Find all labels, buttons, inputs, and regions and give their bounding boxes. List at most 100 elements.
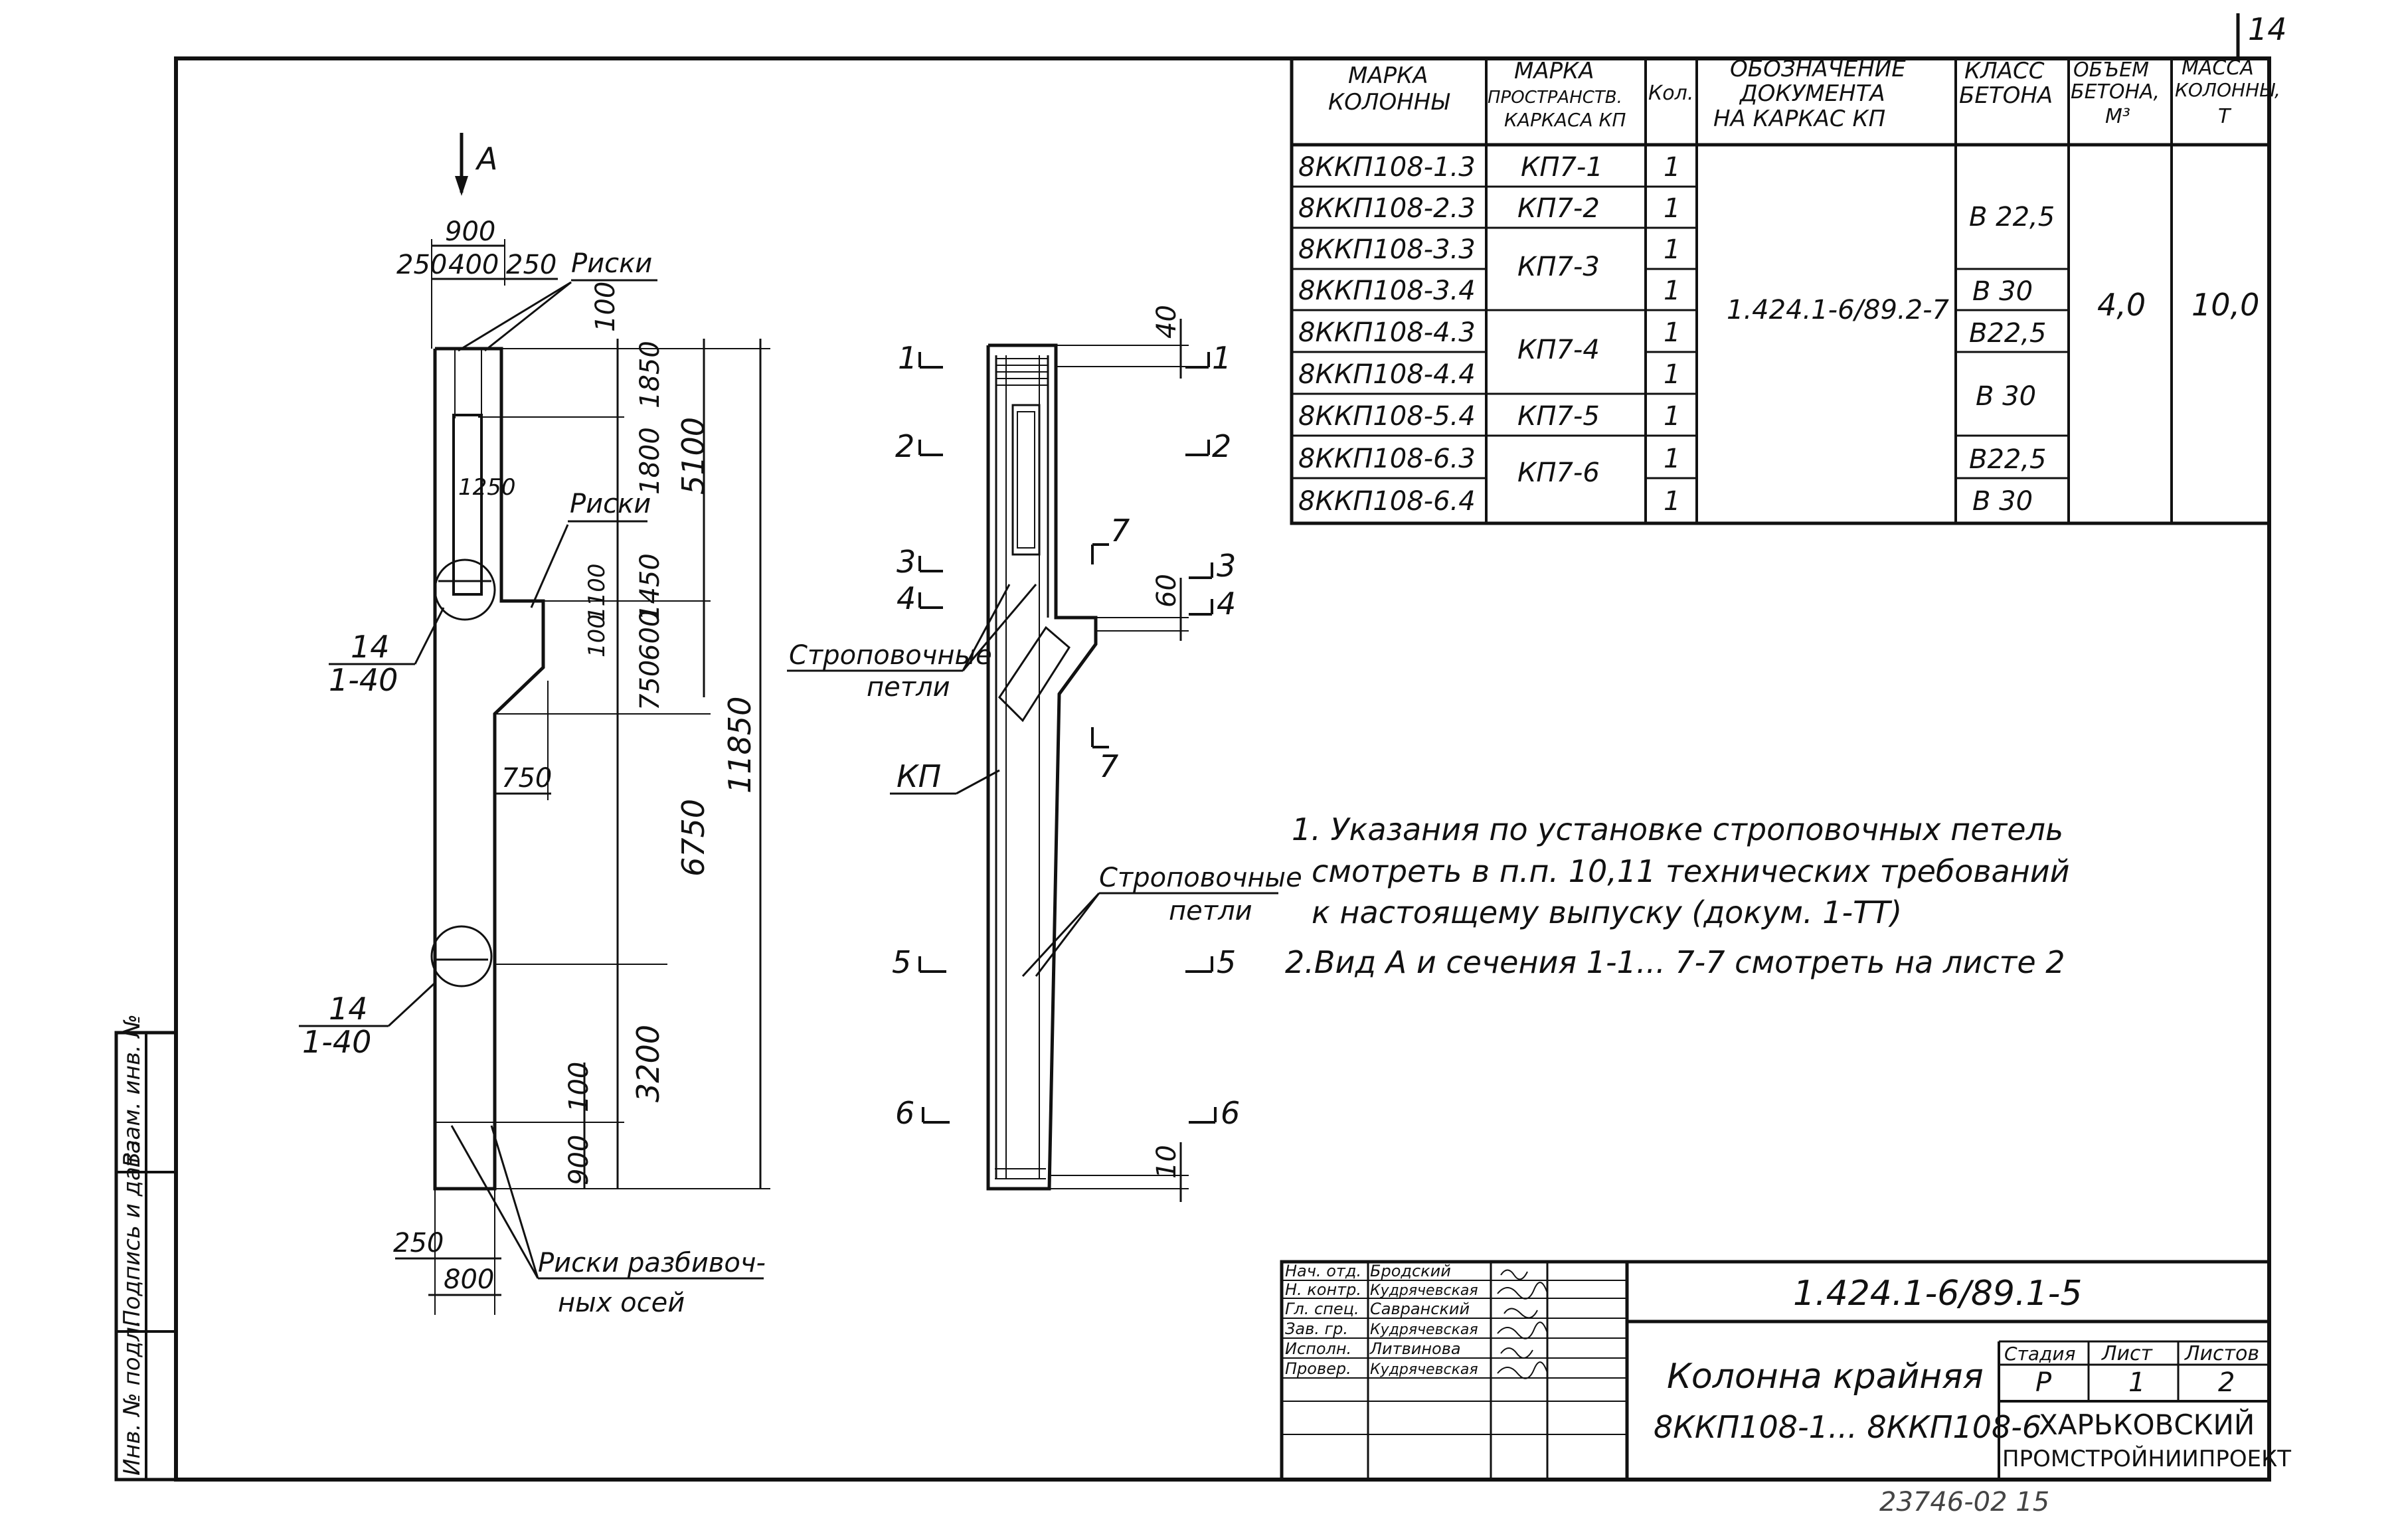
sheets-header: Листов xyxy=(2184,1342,2259,1365)
person-name: Савранский xyxy=(1370,1300,1470,1318)
riski-axes-label: ных осей xyxy=(558,1288,685,1318)
drawing-title: 8ККП108-1... 8ККП108-6 xyxy=(1654,1409,2041,1445)
dim-10: 10 xyxy=(1152,1145,1182,1179)
dim-100: 100 xyxy=(590,282,621,332)
dim-250: 250 xyxy=(506,250,557,280)
role: Гл. спец. xyxy=(1285,1300,1359,1318)
dim-250: 250 xyxy=(393,1228,444,1258)
svg-text:БЕТОНА: БЕТОНА xyxy=(1959,82,2053,109)
dim-1850: 1850 xyxy=(635,341,665,408)
dim-1800: 1800 xyxy=(635,427,665,495)
node-ref: 14 xyxy=(329,991,368,1027)
svg-text:БЕТОНА,: БЕТОНА, xyxy=(2071,80,2160,104)
section-mark: 3 xyxy=(897,544,916,580)
row-qty: 1 xyxy=(1664,276,1680,306)
column-elevation: А 900 250 400 250 Риски xyxy=(299,133,770,1318)
dim-800: 800 xyxy=(444,1264,494,1295)
section-mark: 4 xyxy=(897,580,916,616)
section-mark: 7 xyxy=(1110,513,1130,549)
row-mark: 8ККП108-6.3 xyxy=(1298,444,1476,474)
cage-mark: КП7-3 xyxy=(1517,252,1600,282)
sheet-header: Лист xyxy=(2101,1342,2154,1365)
row-qty: 1 xyxy=(1664,317,1680,348)
kp-label: КП xyxy=(897,758,941,794)
svg-text:М³: М³ xyxy=(2105,105,2130,128)
person-name: Кудрячевская xyxy=(1370,1322,1478,1338)
section-mark: 5 xyxy=(1217,944,1236,980)
sling-label: петли xyxy=(1169,896,1252,926)
sheets-value: 2 xyxy=(2218,1367,2235,1398)
dim-100: 100 xyxy=(564,1062,594,1112)
volume-value: 4,0 xyxy=(2097,287,2146,323)
concrete-class: В 30 xyxy=(1972,276,2033,307)
role: Н. контр. xyxy=(1285,1280,1361,1299)
dim-400: 400 xyxy=(448,250,499,280)
row-qty: 1 xyxy=(1664,359,1680,390)
row-mark: 8ККП108-1.3 xyxy=(1298,152,1476,183)
stamp-replace: Взам. инв. № xyxy=(119,1014,145,1167)
row-qty: 1 xyxy=(1664,444,1680,474)
page-number: 14 xyxy=(2248,11,2287,47)
header-qty: Кол. xyxy=(1648,82,1693,105)
riski-axes-label: Риски разбивоч- xyxy=(538,1248,766,1278)
svg-text:МАССА: МАССА xyxy=(2182,56,2254,80)
role: Зав. гр. xyxy=(1285,1320,1348,1338)
riski-label-2: Риски xyxy=(570,489,651,519)
stamp-sign: Подпись и дата xyxy=(119,1140,145,1327)
dim-5100: 5100 xyxy=(675,417,711,495)
dim-11850: 11850 xyxy=(722,697,758,794)
note-line: 2.Вид А и сечения 1-1... 7-7 смотреть на… xyxy=(1285,944,2065,980)
note-line: 1. Указания по установке строповочных пе… xyxy=(1292,812,2063,847)
section-mark: 1 xyxy=(898,340,917,376)
dim-40: 40 xyxy=(1152,305,1182,339)
person-name: Бродский xyxy=(1370,1262,1451,1280)
cage-mark: КП7-6 xyxy=(1517,458,1600,488)
stage-header: Стадия xyxy=(2004,1343,2075,1365)
cage-mark: КП7-5 xyxy=(1517,401,1600,432)
dim-250: 250 xyxy=(396,250,447,280)
spec-table: МАРКА КОЛОННЫ МАРКА ПРОСТРАНСТВ. КАРКАСА… xyxy=(1290,56,2280,525)
note-line: смотреть в п.п. 10,11 технических требов… xyxy=(1312,853,2070,889)
svg-text:Т: Т xyxy=(2218,105,2232,128)
role: Провер. xyxy=(1285,1359,1351,1378)
title-block: Нач. отд. Бродский Н. контр. Кудрячевска… xyxy=(1280,1260,2291,1482)
section-mark: 7 xyxy=(1099,748,1118,784)
dim-3200: 3200 xyxy=(630,1025,666,1102)
role: Нач. отд. xyxy=(1285,1262,1361,1280)
side-stamp: Инв. № подл. Подпись и дата Взам. инв. № xyxy=(114,1014,178,1482)
concrete-class: В 22,5 xyxy=(1969,202,2055,232)
dim-750: 750 xyxy=(635,660,665,711)
sling-label: Строповочные xyxy=(1099,863,1302,893)
cage-mark: КП7-1 xyxy=(1521,152,1603,183)
role: Исполн. xyxy=(1285,1339,1351,1358)
notes: 1. Указания по установке строповочных пе… xyxy=(1285,812,2070,980)
organization: ХАРЬКОВСКИЙ xyxy=(2039,1408,2255,1441)
row-mark: 8ККП108-6.4 xyxy=(1298,486,1476,517)
svg-text:КЛАСС: КЛАСС xyxy=(1964,58,2045,84)
row-mark: 8ККП108-2.3 xyxy=(1298,193,1476,224)
stage-value: Р xyxy=(2035,1367,2052,1398)
sling-label: Строповочные xyxy=(789,640,992,671)
person-name: Литвинова xyxy=(1369,1339,1461,1358)
section-mark: 4 xyxy=(1217,586,1236,622)
dim-900-v: 900 xyxy=(564,1135,594,1185)
row-mark: 8ККП108-3.4 xyxy=(1298,276,1476,306)
concrete-class: В22,5 xyxy=(1969,318,2047,349)
svg-text:МАРКА: МАРКА xyxy=(1348,62,1428,89)
cage-mark: КП7-4 xyxy=(1517,335,1600,365)
view-a-label: А xyxy=(475,141,497,177)
svg-text:КОЛОННЫ,: КОЛОННЫ, xyxy=(2175,79,2280,101)
sheet-value: 1 xyxy=(2128,1367,2145,1398)
sheet-frame xyxy=(174,56,2271,1482)
dim-1100: 1100 xyxy=(584,563,610,621)
drawing-title: Колонна крайняя xyxy=(1667,1357,1984,1397)
dim-60: 60 xyxy=(1152,574,1182,608)
sling-label: петли xyxy=(867,672,950,703)
section-mark: 6 xyxy=(1221,1095,1240,1131)
svg-text:ОБЪЕМ: ОБЪЕМ xyxy=(2073,58,2149,82)
section-mark: 2 xyxy=(1212,428,1231,464)
section-mark: 3 xyxy=(1217,548,1236,584)
doc-value: 1.424.1-6/89.2-7 xyxy=(1727,295,1950,325)
note-line: к настоящему выпуску (докум. 1-ТТ) xyxy=(1312,895,1902,930)
